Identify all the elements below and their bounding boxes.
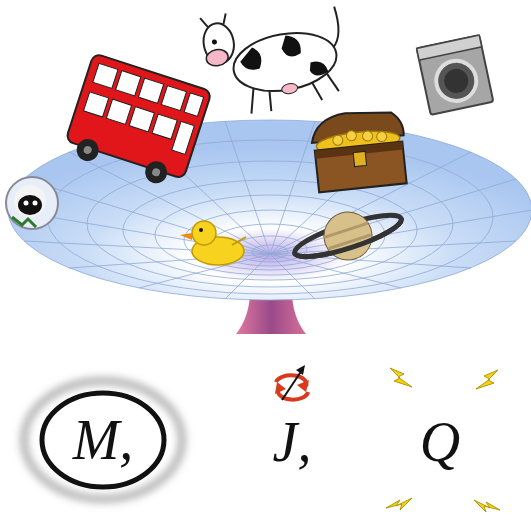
- lightning-bolts: [386, 368, 500, 512]
- symbol-label: Q: [420, 414, 460, 470]
- saturn-icon: [287, 196, 408, 276]
- duck-icon: [180, 221, 246, 265]
- treasure-chest-icon: [309, 107, 409, 192]
- rotation-arrow: [275, 365, 309, 400]
- sheep-icon: [6, 177, 58, 229]
- washing-machine-icon: [417, 35, 494, 115]
- symbol-label: J,: [273, 414, 312, 470]
- symbol-text: M,: [73, 412, 134, 468]
- funnel-surface: [8, 120, 531, 300]
- cow-icon: [199, 0, 351, 121]
- ring-node: M,: [18, 375, 188, 505]
- bus-icon: [61, 53, 211, 191]
